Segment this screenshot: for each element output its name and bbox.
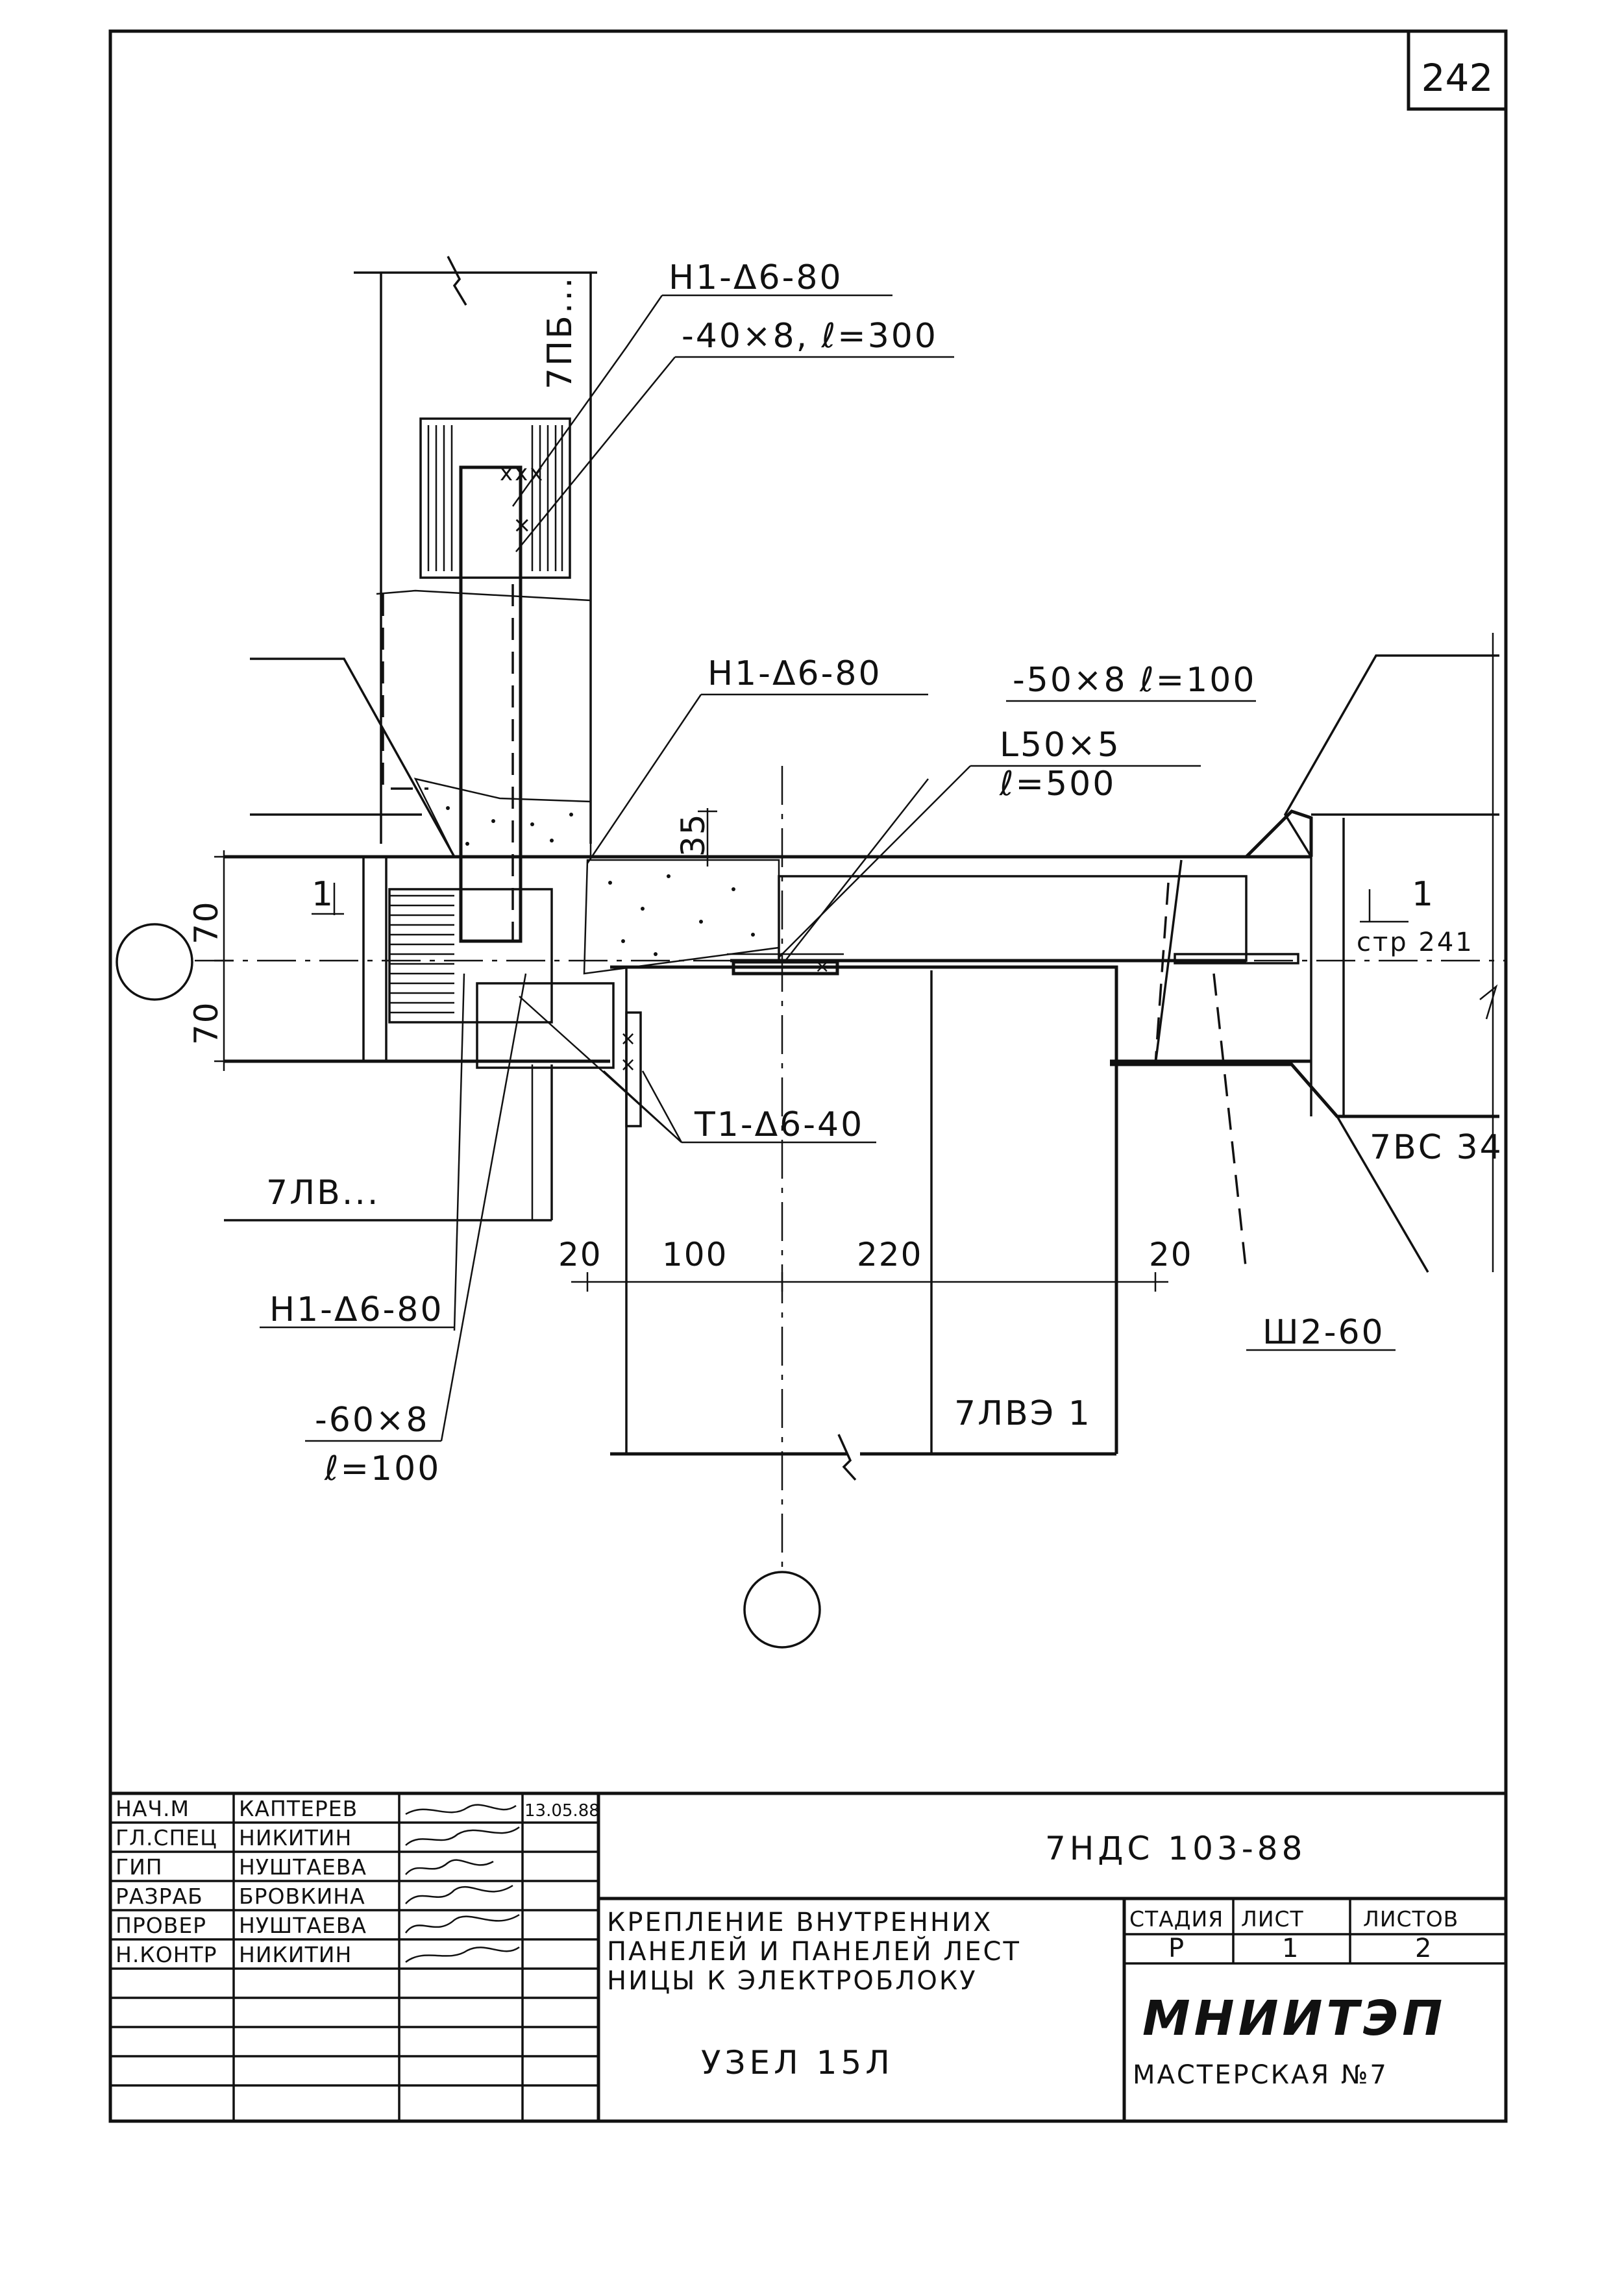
sheet-value: 1	[1282, 1934, 1300, 1963]
title-line-3: НИЦЫ К ЭЛЕКТРОБЛОКУ	[607, 1966, 978, 1996]
label-dim-100: 100	[662, 1236, 728, 1273]
label-dim-20-left: 20	[558, 1236, 602, 1273]
label-block: 7ЛВЭ 1	[954, 1394, 1092, 1433]
stage-header: СТАДИЯ	[1129, 1906, 1224, 1932]
label-dim-20-right: 20	[1149, 1236, 1193, 1273]
title-block: НАЧ.М ГЛ.СПЕЦ ГИП РАЗРАБ ПРОВЕР Н.КОНТР …	[110, 1791, 1506, 2121]
svg-text:xxx: xxx	[500, 460, 545, 486]
label-panel-left: 7ЛВ...	[266, 1174, 380, 1212]
label-section-mark-left: 1	[312, 875, 335, 914]
label-angle-1: L50×5	[1000, 726, 1121, 765]
label-dim-35: 35	[674, 813, 712, 857]
label-dim-70-top: 70	[188, 900, 225, 944]
label-angle-2: ℓ=500	[999, 765, 1116, 804]
role-3: РАЗРАБ	[116, 1884, 203, 1909]
label-plate-mid: -50×8 ℓ=100	[1013, 661, 1256, 700]
svg-text:×: ×	[513, 512, 534, 538]
name-3: БРОВКИНА	[239, 1884, 365, 1909]
workshop: МАСТЕРСКАЯ №7	[1133, 2060, 1388, 2090]
label-dim-220: 220	[857, 1236, 922, 1273]
date: 13.05.88	[524, 1801, 600, 1821]
name-2: НУШТАЕВА	[239, 1854, 367, 1880]
sheet-number-box: 242	[1407, 31, 1506, 111]
role-5: Н.КОНТР	[116, 1942, 217, 1967]
role-0: НАЧ.М	[116, 1796, 190, 1821]
label-plate-low-1: -60×8	[315, 1401, 430, 1440]
role-2: ГИП	[116, 1854, 163, 1880]
stair-panel-right	[1110, 633, 1499, 1273]
upper-panel-7pb: xxx ×	[354, 256, 597, 943]
label-weld-mid: Н1-Δ6-80	[707, 654, 882, 693]
drawing-labels: Н1-Δ6-80 -40×8, ℓ=300 7ПБ... Н1-Δ6-80 -5…	[188, 258, 1503, 1488]
name-1: НИКИТИН	[239, 1825, 352, 1850]
name-4: НУШТАЕВА	[239, 1913, 367, 1938]
axis-circle-bottom	[743, 1571, 821, 1649]
landing-beam-7lv: × ×	[224, 982, 642, 1222]
section-drawing: xxx ×	[116, 256, 1506, 1649]
node-label: УЗЕЛ 15Л	[701, 2044, 894, 2082]
signatures	[404, 1804, 520, 1963]
name-5: НИКИТИН	[239, 1942, 352, 1967]
label-panel-top: 7ПБ...	[541, 276, 580, 389]
org-name: МНИИТЭП	[1142, 1991, 1446, 2046]
doc-code: 7НДС 103-88	[1045, 1830, 1306, 1867]
role-4: ПРОВЕР	[116, 1913, 206, 1938]
svg-text:×: ×	[620, 1027, 636, 1050]
name-0: КАПТЕРЕВ	[239, 1796, 358, 1821]
axis-lines	[116, 766, 1506, 1649]
sheets-header: ЛИСТОВ	[1363, 1906, 1458, 1932]
sheet-number: 242	[1421, 56, 1494, 100]
label-weld-sh: Ш2-60	[1262, 1313, 1385, 1352]
axis-circle-left	[116, 923, 193, 1001]
label-panel-right: 7ВС 34	[1370, 1128, 1503, 1167]
stage-value: Р	[1168, 1934, 1186, 1963]
label-weld-top: Н1-Δ6-80	[669, 258, 843, 297]
sheets-value: 2	[1415, 1934, 1433, 1963]
floor-slab: ×	[224, 855, 1311, 1063]
role-1: ГЛ.СПЕЦ	[116, 1825, 217, 1850]
sheet-header: ЛИСТ	[1241, 1906, 1304, 1932]
svg-text:×: ×	[620, 1053, 636, 1076]
label-plate-low-2: ℓ=100	[324, 1449, 441, 1488]
sheet-frame	[108, 29, 1508, 2123]
label-plate-top: -40×8, ℓ=300	[682, 317, 938, 356]
label-section-mark-right: 1	[1412, 875, 1435, 914]
label-weld-t1: Т1-Δ6-40	[694, 1105, 864, 1144]
label-section-ref: стр 241	[1357, 928, 1474, 957]
leader-lines	[260, 294, 1396, 1442]
title-line-2: ПАНЕЛЕЙ И ПАНЕЛЕЙ ЛЕСТ	[607, 1936, 1021, 1967]
title-line-1: КРЕПЛЕНИЕ ВНУТРЕННИХ	[607, 1908, 992, 1937]
dimension-lines	[214, 808, 1409, 1292]
label-dim-70-bottom: 70	[188, 1001, 225, 1045]
label-weld-low: Н1-Δ6-80	[269, 1290, 444, 1329]
stair-panel-left	[250, 658, 592, 858]
